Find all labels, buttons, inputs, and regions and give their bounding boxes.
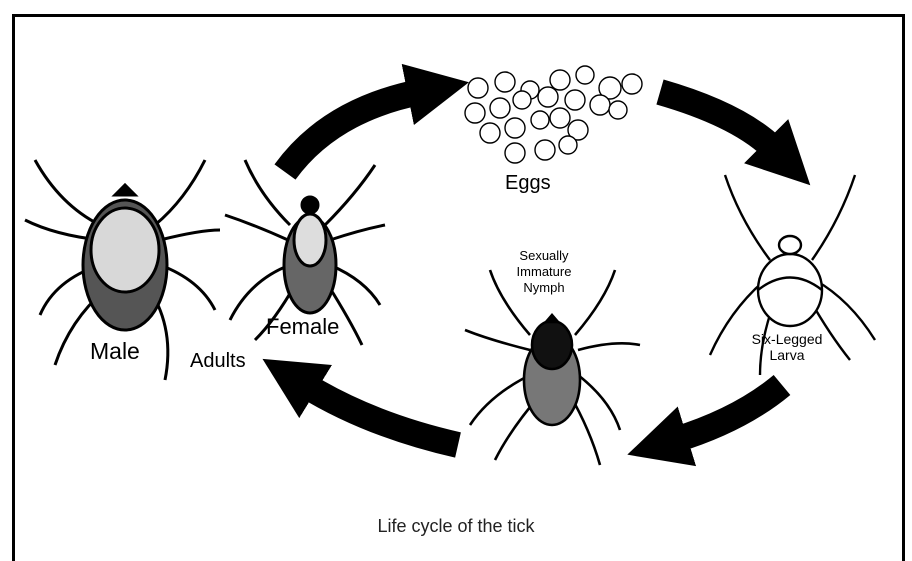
arrow-eggs-to-larva (660, 92, 775, 150)
larva-label-line-2: Larva (742, 347, 832, 363)
nymph-label-line-3: Nymph (504, 280, 584, 296)
male-label: Male (90, 338, 140, 365)
diagram-caption: Life cycle of the tick (0, 516, 912, 537)
arrow-nymph-to-adults (305, 385, 458, 445)
arrow-larva-to-nymph (675, 385, 782, 440)
larva-label-line-1: Six-Legged (742, 331, 832, 347)
arrow-adults-to-eggs (285, 92, 420, 172)
larva-label: Six-Legged Larva (742, 331, 832, 363)
nymph-label-line-1: Sexually (504, 248, 584, 264)
nymph-label: Sexually Immature Nymph (504, 248, 584, 296)
adults-label: Adults (190, 350, 246, 373)
nymph-illustration (465, 270, 640, 465)
female-label: Female (266, 314, 339, 340)
eggs-label: Eggs (505, 172, 551, 195)
nymph-label-line-2: Immature (504, 264, 584, 280)
eggs-illustration (465, 66, 642, 163)
